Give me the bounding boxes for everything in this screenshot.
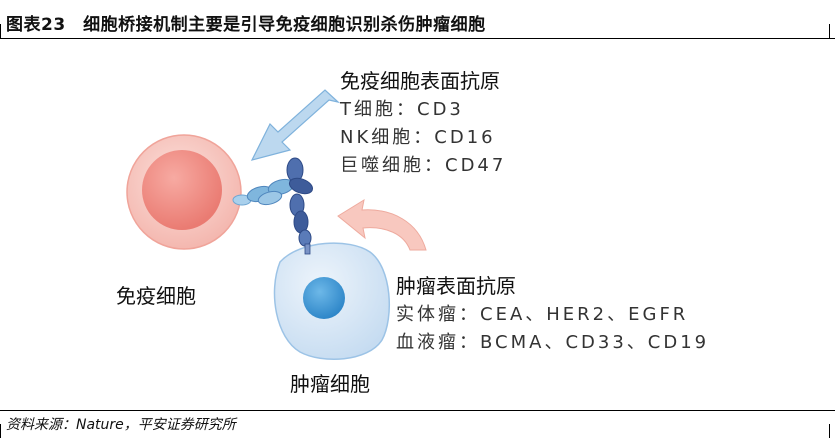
tumor-cell-label: 肿瘤细胞 — [290, 368, 370, 397]
tumor-cell — [274, 243, 389, 359]
immune-antigen-line-2: NK细胞：CD16 — [340, 123, 496, 149]
blue-arrow — [252, 90, 338, 160]
immune-cell — [127, 135, 241, 249]
figure-source: 资料来源：Nature，平安证券研究所 — [6, 414, 236, 434]
immune-antigen-heading: 免疫细胞表面抗原 — [340, 65, 500, 94]
immune-antigen-line-3: 巨噬细胞：CD47 — [340, 151, 506, 177]
tumor-antigen-heading: 肿瘤表面抗原 — [396, 270, 516, 299]
immune-antigen-line-1: T细胞：CD3 — [340, 95, 464, 121]
tumor-antigen-line-2: 血液瘤：BCMA、CD33、CD19 — [396, 328, 709, 354]
bottom-left-tick — [0, 424, 1, 438]
antibody-bridge — [233, 158, 315, 254]
immune-cell-label: 免疫细胞 — [116, 280, 196, 309]
bottom-divider — [0, 410, 835, 411]
pink-arrow — [338, 200, 426, 250]
tumor-antigen-line-1: 实体瘤：CEA、HER2、EGFR — [396, 300, 688, 326]
bottom-right-tick — [829, 424, 830, 438]
